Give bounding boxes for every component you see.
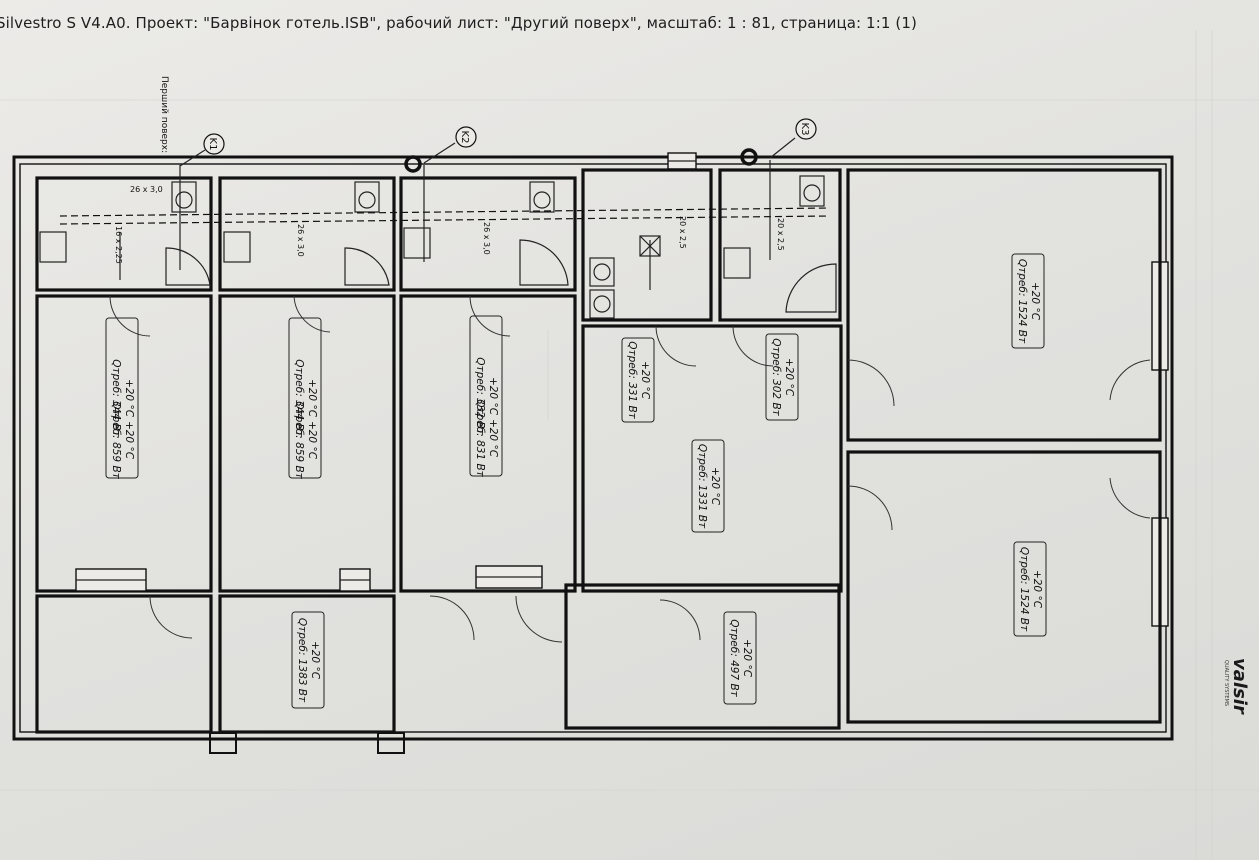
svg-text:+20 °C: +20 °C [123, 379, 135, 418]
sheet-header: Silvestro S V4.A0. Проект: "Барвінок гот… [0, 14, 917, 32]
pipe-size-label: 16 x 2,25 [114, 226, 123, 264]
door-swings [109, 295, 1151, 643]
room-label: +20 °C Qтреб: 859 Вт [293, 401, 318, 479]
svg-text:Qтреб: 1524 Вт: Qтреб: 1524 Вт [1016, 259, 1028, 344]
svg-text:Qтреб: 1383 Вт: Qтреб: 1383 Вт [296, 618, 308, 703]
svg-text:Qтреб: 831 Вт: Qтреб: 831 Вт [474, 399, 486, 477]
pipe-lines [59, 160, 831, 290]
room-label: +20 °C Qтреб: 332 Вт [469, 315, 503, 477]
pipe-size-label: 20 x 2,5 [776, 218, 785, 251]
inner-walls [35, 168, 1162, 734]
svg-text:K2: K2 [459, 131, 470, 144]
svg-text:+20 °C: +20 °C [783, 358, 795, 397]
svg-text:Qтреб: 1331 Вт: Qтреб: 1331 Вт [696, 444, 708, 529]
svg-text:Qтреб: 332 Вт: Qтреб: 332 Вт [474, 357, 486, 435]
pipe-size-label: 20 x 2,5 [678, 216, 687, 249]
room-label: +20 °C Qтреб: 344 Вт [105, 317, 139, 479]
svg-text:Qтреб: 1524 Вт: Qтреб: 1524 Вт [1018, 547, 1030, 632]
svg-text:+20 °C: +20 °C [487, 377, 499, 416]
svg-text:+20 °C: +20 °C [1031, 570, 1043, 609]
room-label: +20 °C Qтреб: 859 Вт [110, 401, 135, 479]
svg-text:K3: K3 [799, 123, 810, 136]
room-label: +20 °C Qтреб: 344 Вт [288, 317, 322, 479]
svg-text:+20 °C: +20 °C [487, 419, 499, 458]
room-label: +20 °C Qтреб: 331 Вт [621, 337, 655, 423]
room-label: +20 °C Qтреб: 1524 Вт [1011, 253, 1045, 349]
svg-text:+20 °C: +20 °C [306, 379, 318, 418]
svg-text:+20 °C: +20 °C [639, 361, 651, 400]
pipe-size-label: 26 x 3,0 [296, 224, 305, 257]
svg-text:+20 °C: +20 °C [741, 639, 753, 678]
floor-label: Перший поверх: [159, 76, 169, 153]
riser-K2: K2 [455, 126, 477, 148]
room-label: +20 °C Qтреб: 1331 Вт [691, 439, 725, 533]
svg-text:valsir: valsir [1229, 658, 1250, 715]
room-label: +20 °C Qтреб: 1383 Вт [291, 611, 325, 709]
pipe-size-label: 26 x 3,0 [482, 222, 491, 255]
room-label: +20 °C Qтреб: 831 Вт [474, 399, 499, 477]
riser-symbols [179, 137, 796, 173]
riser-K1: K1 [203, 133, 225, 155]
svg-text:+20 °C: +20 °C [123, 421, 135, 460]
riser-K3: K3 [795, 118, 817, 140]
svg-text:+20 °C: +20 °C [1029, 282, 1041, 321]
svg-text:+20 °C: +20 °C [306, 421, 318, 460]
svg-text:+20 °C: +20 °C [709, 467, 721, 506]
svg-text:Qтреб: 331 Вт: Qтреб: 331 Вт [626, 341, 638, 419]
paper-grid [0, 30, 1259, 860]
svg-text:QUALITY SYSTEMS: QUALITY SYSTEMS [1223, 660, 1229, 706]
svg-text:Qтреб: 302 Вт: Qтреб: 302 Вт [770, 338, 782, 416]
pipe-size-label: 26 x 3,0 [130, 185, 163, 194]
svg-text:+20 °C: +20 °C [309, 641, 321, 680]
room-label: +20 °C Qтреб: 1524 Вт [1013, 541, 1047, 637]
valsir-logo: valsir QUALITY SYSTEMS [1223, 658, 1250, 715]
svg-text:Qтреб: 859 Вт: Qтреб: 859 Вт [110, 401, 122, 479]
svg-text:Qтреб: 859 Вт: Qтреб: 859 Вт [293, 401, 305, 479]
svg-text:Qтреб: 344 Вт: Qтреб: 344 Вт [110, 359, 122, 437]
svg-text:Qтреб: 344 Вт: Qтреб: 344 Вт [293, 359, 305, 437]
sanitary-fixtures [39, 175, 837, 319]
svg-text:Qтреб: 497 Вт: Qтреб: 497 Вт [728, 619, 740, 697]
room-label: +20 °C Qтреб: 302 Вт [765, 333, 799, 421]
svg-text:K1: K1 [207, 138, 218, 151]
room-label: +20 °C Qтреб: 497 Вт [723, 611, 757, 705]
